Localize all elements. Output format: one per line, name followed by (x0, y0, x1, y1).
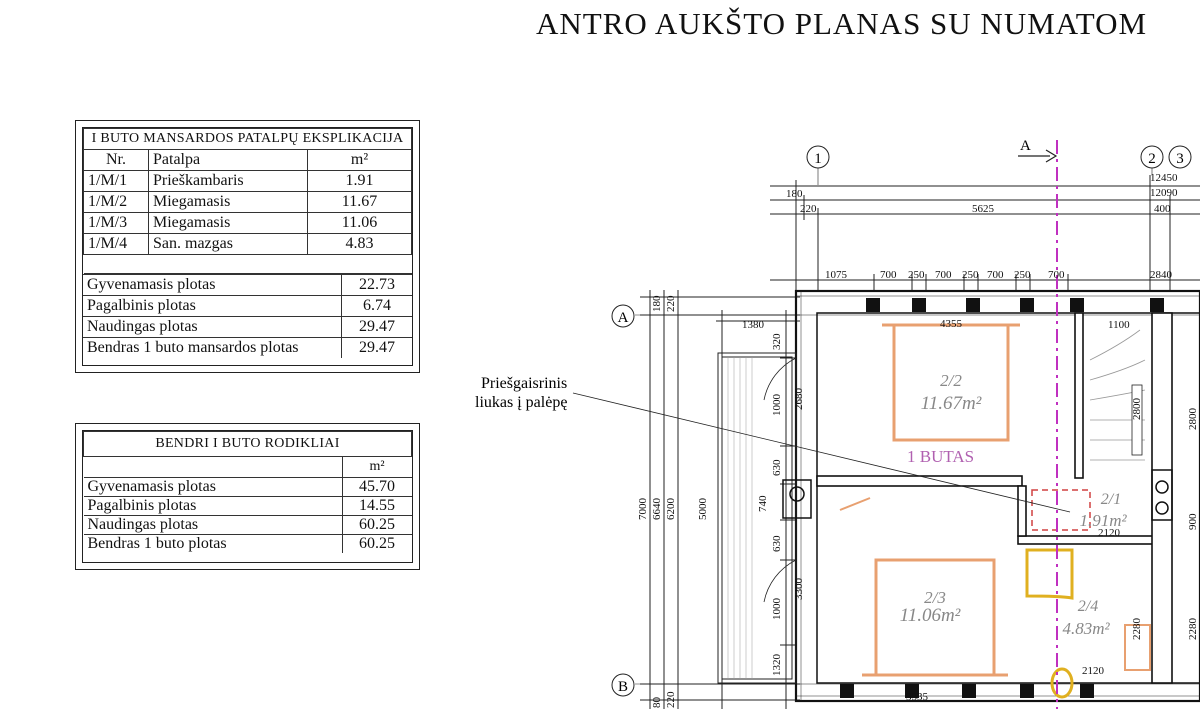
explication-totals: Gyvenamasis plotas 22.73 Pagalbinis plot… (83, 274, 412, 358)
summary-list: BENDRI I BUTO RODIKLIAI m² Gyvenamasis p… (83, 431, 412, 553)
dim-630: 630 (771, 535, 783, 552)
dim-700: 700 (880, 269, 897, 281)
drawing-title: ANTRO AUKŠTO PLANAS SU NUMATOM (536, 6, 1148, 41)
dim-12450: 12450 (1150, 172, 1178, 184)
dim-2280: 2280 (1131, 618, 1143, 641)
dim-900: 900 (1187, 513, 1199, 530)
room-name: Prieškambaris (148, 170, 308, 192)
dim-400: 400 (1154, 203, 1171, 215)
table-row: Naudingas plotas 29.47 (83, 316, 412, 338)
callout-line-2: liukas į palėpę (475, 394, 567, 411)
room-area: 11.06 (307, 212, 412, 234)
dim-180: 180 (786, 188, 803, 200)
dim-220: 220 (800, 203, 817, 215)
apartment-label: 1 BUTAS (907, 447, 974, 466)
room-2-1-area: 1.91m² (1079, 511, 1127, 530)
dim-1075: 1075 (825, 269, 848, 281)
dim-250: 250 (908, 269, 925, 281)
dim-2800: 2800 (1131, 398, 1143, 421)
total-label: Bendras 1 buto mansardos plotas (83, 337, 342, 358)
room-2-2-id: 2/2 (940, 371, 962, 390)
room-name: San. mazgas (148, 233, 308, 255)
room-2-4-id: 2/4 (1078, 598, 1098, 615)
summary-value: 60.25 (341, 515, 412, 535)
axis-a-label: A (618, 310, 629, 326)
dim-3300: 3300 (793, 578, 805, 601)
apartment-summary-table: BENDRI I BUTO RODIKLIAI m² Gyvenamasis p… (75, 423, 420, 570)
dim-320: 320 (771, 333, 783, 350)
dim-220: 220 (665, 691, 677, 708)
dim-250: 250 (1014, 269, 1031, 281)
table-row: Bendras 1 buto mansardos plotas 29.47 (83, 337, 412, 358)
section-mark: A (1020, 138, 1031, 154)
dim-220: 220 (665, 295, 677, 312)
dim-2680: 2680 (793, 388, 805, 411)
dim-80: 80 (651, 697, 663, 709)
dim-1380: 1380 (742, 319, 765, 331)
room-name: Miegamasis (148, 212, 308, 234)
explication-heading: I BUTO MANSARDOS PATALPŲ EKSPLIKACIJA (83, 128, 412, 150)
dim-2280: 2280 (1187, 618, 1199, 641)
room-list: I BUTO MANSARDOS PATALPŲ EKSPLIKACIJA Nr… (83, 128, 412, 274)
dim-700: 700 (987, 269, 1004, 281)
dim-5625: 5625 (972, 203, 995, 215)
room-2-3-id: 2/3 (924, 588, 946, 607)
axis-1-label: 1 (814, 151, 822, 167)
table-row: Gyvenamasis plotas 45.70 (83, 477, 412, 497)
dim-2120: 2120 (1082, 665, 1105, 677)
dim-1000: 1000 (771, 394, 783, 417)
dim-250: 250 (962, 269, 979, 281)
total-value: 29.47 (341, 337, 412, 358)
dim-180: 180 (651, 295, 663, 312)
room-name: Miegamasis (148, 191, 308, 213)
axis-b-label: B (618, 679, 628, 695)
room-area: 1.91 (307, 170, 412, 192)
total-value: 29.47 (341, 316, 412, 338)
dim-7000: 7000 (637, 498, 649, 521)
dim-1000: 1000 (771, 598, 783, 621)
room-nr: 1/M/3 (83, 212, 149, 234)
room-2-1-id: 2/1 (1101, 491, 1121, 508)
dim-700: 700 (1048, 269, 1065, 281)
summary-heading: BENDRI I BUTO RODIKLIAI (83, 431, 412, 457)
dim-6640: 6640 (651, 498, 663, 521)
table-row: 1/M/2 Miegamasis 11.67 (83, 191, 412, 213)
dim-12090: 12090 (1150, 187, 1178, 199)
room-area: 11.67 (307, 191, 412, 213)
table-row: Bendras 1 buto plotas 60.25 (83, 534, 412, 553)
total-label: Naudingas plotas (83, 316, 342, 338)
dim-5000: 5000 (697, 498, 709, 521)
dim-2120: 2120 (1098, 527, 1121, 539)
table-row: Naudingas plotas 60.25 (83, 515, 412, 535)
dim-700: 700 (935, 269, 952, 281)
room-nr: 1/M/1 (83, 170, 149, 192)
dim-2800: 2800 (1187, 408, 1199, 431)
summary-label: Bendras 1 buto plotas (83, 534, 343, 553)
axis-2-label: 2 (1148, 151, 1156, 167)
room-2-4-area: 4.83m² (1062, 619, 1110, 638)
room-nr: 1/M/4 (83, 233, 149, 255)
dim-1100: 1100 (1108, 319, 1130, 331)
summary-value: 60.25 (341, 534, 412, 553)
dim-630: 630 (771, 459, 783, 476)
summary-label: Naudingas plotas (83, 515, 343, 535)
dim-6200: 6200 (665, 498, 677, 521)
axis-3-label: 3 (1176, 151, 1184, 167)
dim-740: 740 (757, 495, 769, 512)
dim-1320: 1320 (771, 654, 783, 677)
table-row: 1/M/4 San. mazgas 4.83 (83, 233, 412, 255)
callout-line-1: Priešgaisrinis (481, 375, 567, 392)
dim-2840: 2840 (1150, 269, 1173, 281)
dim-4355: 4355 (940, 318, 963, 330)
table-row: 1/M/3 Miegamasis 11.06 (83, 212, 412, 234)
room-explication-table: I BUTO MANSARDOS PATALPŲ EKSPLIKACIJA Nr… (75, 120, 420, 373)
room-2-3-area: 11.06m² (900, 605, 961, 626)
dim-3335: 3335 (906, 691, 929, 703)
room-2-2-area: 11.67m² (921, 393, 982, 414)
table-row: 1/M/1 Prieškambaris 1.91 (83, 170, 412, 192)
